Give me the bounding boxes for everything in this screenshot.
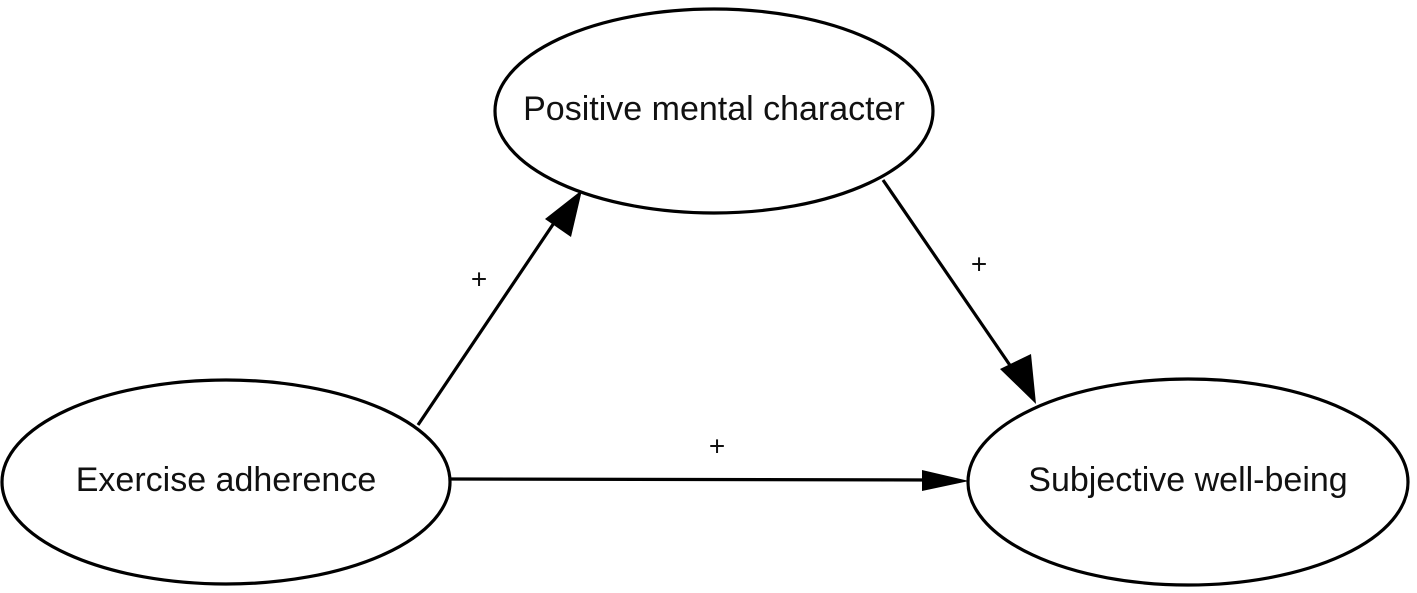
node-subjective-well-being: Subjective well-being	[966, 377, 1410, 587]
node-ellipse	[966, 377, 1410, 587]
edge-sign: +	[971, 248, 987, 279]
node-ellipse	[493, 7, 935, 215]
node-label: Exercise adherence	[76, 461, 377, 499]
edge-line	[416, 213, 562, 426]
edge-exercise-to-wellbeing: +	[449, 430, 969, 491]
node-ellipse	[0, 378, 452, 586]
edge-line	[449, 477, 936, 482]
edge-line	[881, 179, 1020, 378]
node-positive-mental-character: Positive mental character	[493, 7, 935, 215]
edge-sign: +	[709, 430, 725, 461]
node-label: Subjective well-being	[1028, 461, 1347, 499]
arrowhead-icon	[545, 190, 582, 237]
arrowhead-icon	[922, 470, 969, 491]
edge-character-to-wellbeing: +	[881, 179, 1036, 404]
node-label: Positive mental character	[523, 90, 905, 128]
node-exercise-adherence: Exercise adherence	[0, 378, 452, 586]
arrowhead-icon	[1000, 354, 1036, 404]
edge-exercise-to-character: +	[416, 190, 582, 426]
edge-sign: +	[471, 263, 487, 294]
